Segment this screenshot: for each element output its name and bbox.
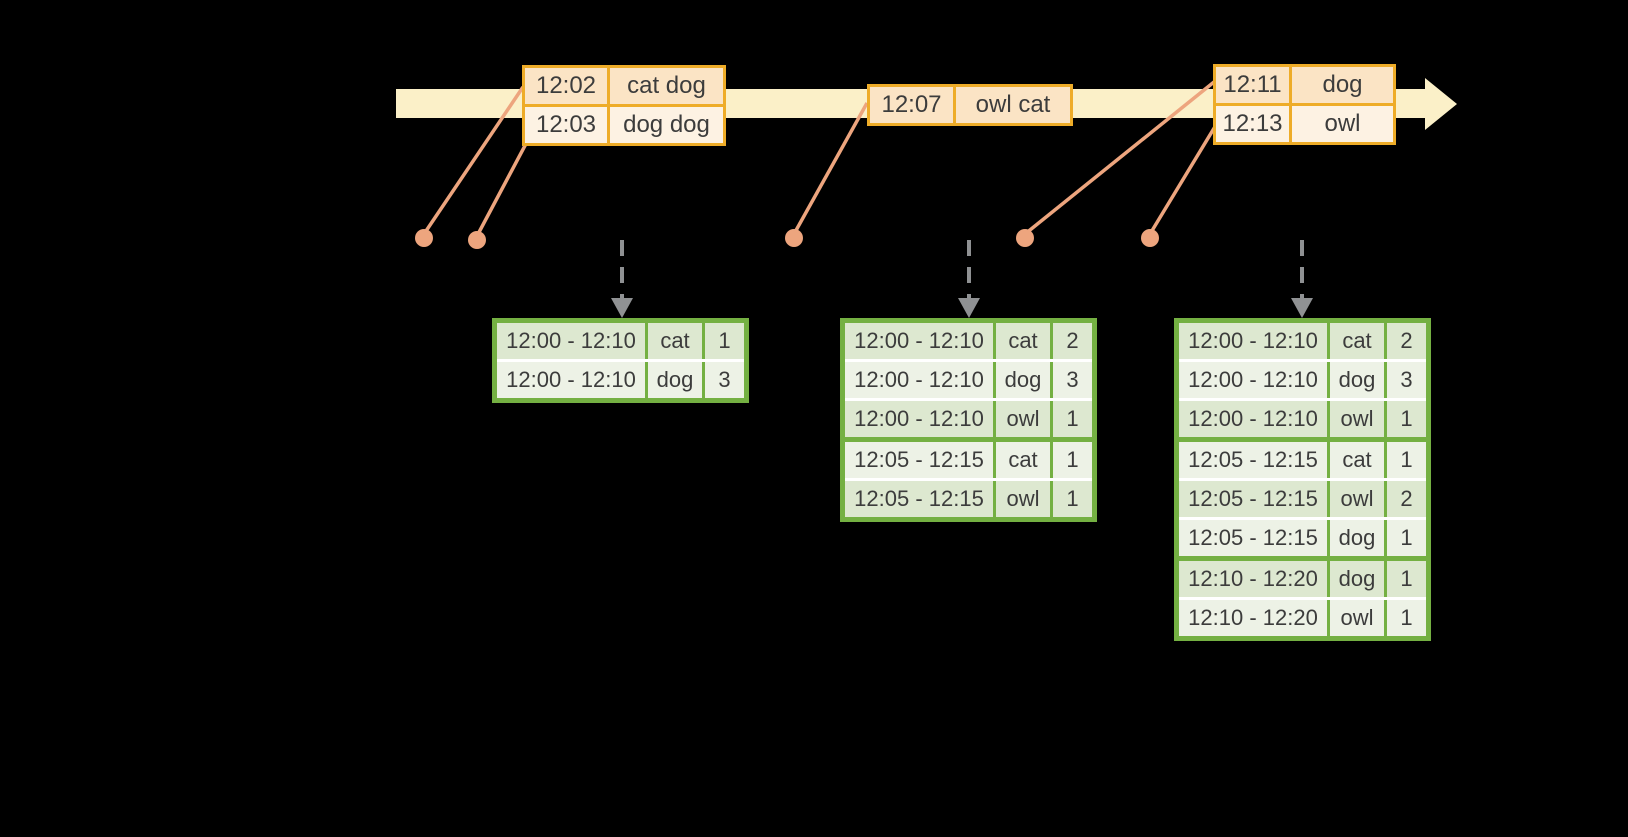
word-cell: owl — [993, 401, 1050, 437]
result-row: 12:00 - 12:10 cat 2 — [845, 323, 1092, 359]
event-connector-line — [1023, 80, 1216, 236]
word-cell: cat — [645, 323, 702, 359]
event-table-1202: 12:02 cat dog 12:03 dog dog — [522, 65, 726, 146]
window-cell: 12:10 - 12:20 — [1179, 561, 1327, 597]
result-row: 12:10 - 12:20 dog 1 — [1179, 556, 1426, 597]
window-cell: 12:05 - 12:15 — [845, 481, 993, 517]
count-cell: 1 — [1050, 401, 1092, 437]
window-cell: 12:10 - 12:20 — [1179, 600, 1327, 636]
count-cell: 1 — [1384, 401, 1426, 437]
event-row: 12:13 owl — [1216, 103, 1393, 142]
window-cell: 12:05 - 12:15 — [1179, 442, 1327, 478]
result-row: 12:10 - 12:20 owl 1 — [1179, 597, 1426, 636]
count-cell: 1 — [1050, 442, 1092, 478]
result-row: 12:00 - 12:10 dog 3 — [1179, 359, 1426, 398]
window-cell: 12:00 - 12:10 — [497, 362, 645, 398]
word-cell: owl — [993, 481, 1050, 517]
event-words-cell: owl cat — [953, 87, 1070, 123]
result-row: 12:05 - 12:15 dog 1 — [1179, 517, 1426, 556]
trigger-arrow — [958, 240, 980, 318]
window-cell: 12:05 - 12:15 — [1179, 481, 1327, 517]
window-cell: 12:00 - 12:10 — [497, 323, 645, 359]
event-time-cell: 12:11 — [1223, 71, 1282, 98]
event-table-1207: 12:07 owl cat — [867, 84, 1073, 126]
event-words-cell: owl — [1289, 106, 1393, 142]
word-cell: dog — [645, 362, 702, 398]
count-cell: 1 — [1384, 442, 1426, 478]
count-cell: 1 — [1050, 481, 1092, 517]
word-cell: cat — [993, 323, 1050, 359]
count-cell: 3 — [702, 362, 744, 398]
word-cell: owl — [1327, 481, 1384, 517]
word-cell: owl — [1327, 600, 1384, 636]
count-cell: 2 — [1384, 323, 1426, 359]
count-cell: 2 — [1050, 323, 1092, 359]
count-cell: 1 — [702, 323, 744, 359]
count-cell: 1 — [1384, 520, 1426, 556]
event-row: 12:07 owl cat — [870, 87, 1070, 123]
event-time-cell: 12:03 — [535, 111, 597, 138]
event-words-cell: cat dog — [607, 68, 723, 104]
event-row: 12:03 dog dog — [525, 104, 723, 143]
window-cell: 12:00 - 12:10 — [1179, 323, 1327, 359]
window-cell: 12:00 - 12:10 — [845, 401, 993, 437]
window-cell: 12:00 - 12:10 — [845, 323, 993, 359]
result-table-3: 12:00 - 12:10 cat 2 12:00 - 12:10 dog 3 … — [1174, 318, 1431, 641]
event-dot — [1016, 229, 1034, 247]
word-cell: cat — [993, 442, 1050, 478]
word-cell: cat — [1327, 323, 1384, 359]
event-connector-line — [422, 86, 525, 235]
event-words-cell: dog dog — [607, 107, 723, 143]
event-row: 12:02 cat dog — [525, 68, 723, 104]
event-dot — [415, 229, 433, 247]
word-cell: dog — [1327, 520, 1384, 556]
count-cell: 1 — [1384, 561, 1426, 597]
result-row: 12:00 - 12:10 owl 1 — [1179, 398, 1426, 437]
result-table-2: 12:00 - 12:10 cat 2 12:00 - 12:10 dog 3 … — [840, 318, 1097, 522]
event-connector-line — [792, 102, 869, 235]
window-cell: 12:05 - 12:15 — [1179, 520, 1327, 556]
event-time-cell: 12:13 — [1222, 110, 1283, 137]
result-row: 12:00 - 12:10 dog 3 — [497, 359, 744, 398]
result-table-1: 12:00 - 12:10 cat 1 12:00 - 12:10 dog 3 — [492, 318, 749, 403]
count-cell: 3 — [1050, 362, 1092, 398]
window-cell: 12:05 - 12:15 — [845, 442, 993, 478]
count-cell: 3 — [1384, 362, 1426, 398]
event-connector-line — [1148, 124, 1218, 235]
event-dot — [468, 231, 486, 249]
trigger-arrow — [1291, 240, 1313, 318]
word-cell: dog — [1327, 362, 1384, 398]
result-row: 12:05 - 12:15 owl 1 — [845, 478, 1092, 517]
event-row: 12:11 dog — [1216, 67, 1393, 103]
event-time-cell: 12:02 — [535, 72, 597, 99]
trigger-arrow — [611, 240, 633, 318]
event-table-1211: 12:11 dog 12:13 owl — [1213, 64, 1396, 145]
window-cell: 12:00 - 12:10 — [845, 362, 993, 398]
window-cell: 12:00 - 12:10 — [1179, 362, 1327, 398]
result-row: 12:05 - 12:15 owl 2 — [1179, 478, 1426, 517]
result-row: 12:00 - 12:10 cat 1 — [497, 323, 744, 359]
event-time-cell: 12:07 — [881, 91, 942, 118]
word-cell: dog — [993, 362, 1050, 398]
result-row: 12:00 - 12:10 cat 2 — [1179, 323, 1426, 359]
window-cell: 12:00 - 12:10 — [1179, 401, 1327, 437]
result-row: 12:05 - 12:15 cat 1 — [1179, 437, 1426, 478]
result-row: 12:05 - 12:15 cat 1 — [845, 437, 1092, 478]
result-row: 12:00 - 12:10 dog 3 — [845, 359, 1092, 398]
word-cell: dog — [1327, 561, 1384, 597]
event-dot — [785, 229, 803, 247]
word-cell: cat — [1327, 442, 1384, 478]
count-cell: 2 — [1384, 481, 1426, 517]
result-row: 12:00 - 12:10 owl 1 — [845, 398, 1092, 437]
event-words-cell: dog — [1289, 67, 1393, 103]
count-cell: 1 — [1384, 600, 1426, 636]
word-cell: owl — [1327, 401, 1384, 437]
event-dot — [1141, 229, 1159, 247]
